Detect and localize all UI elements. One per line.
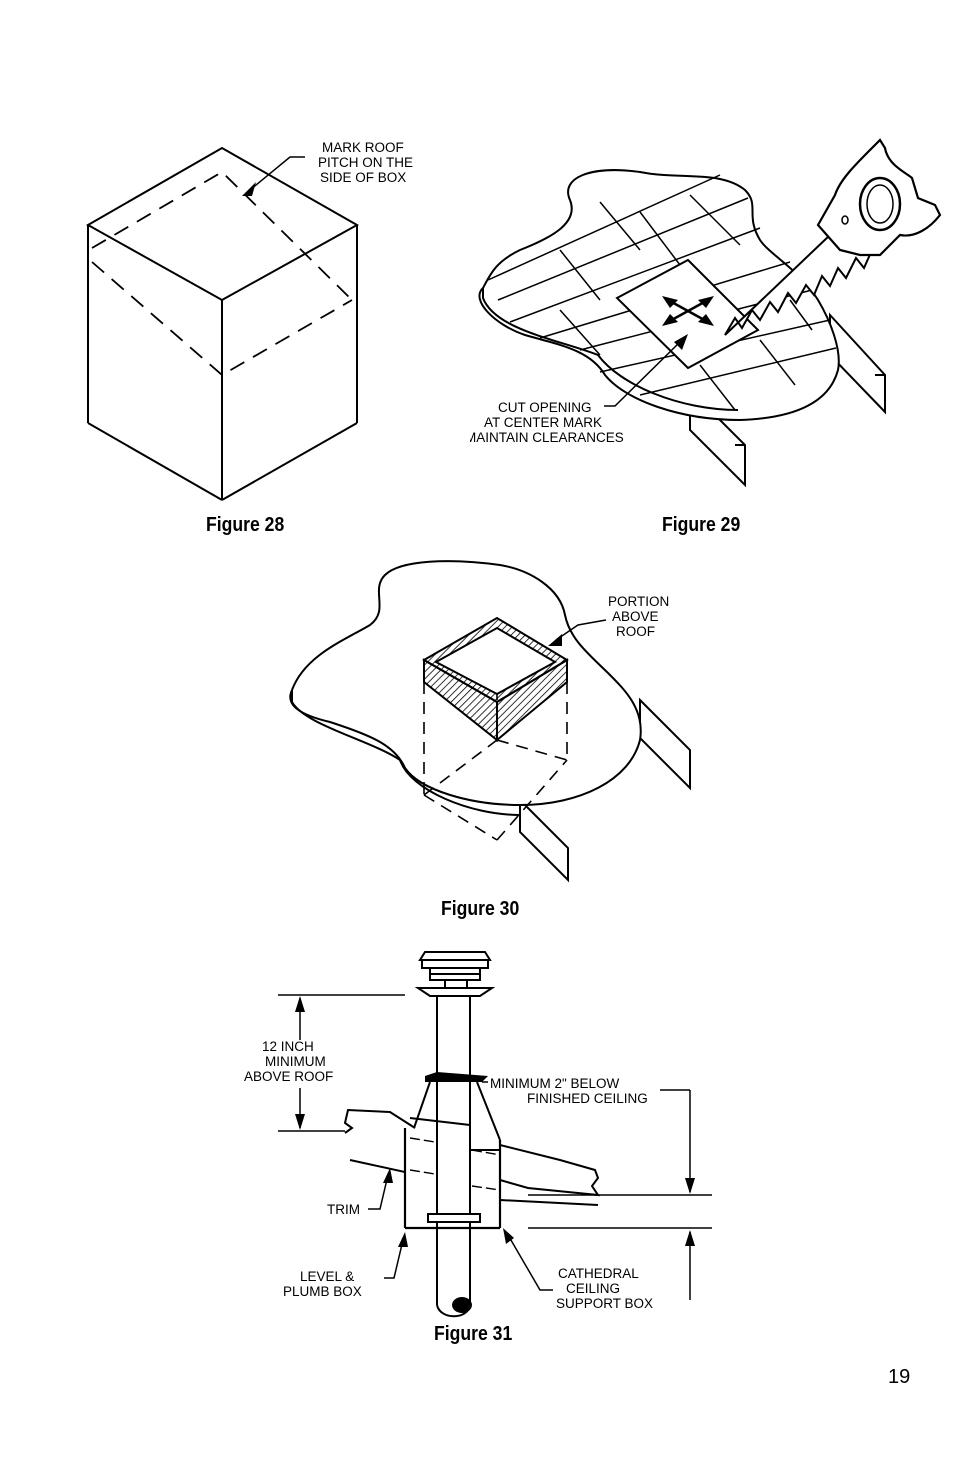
fig31-below-line1: MINIMUM 2" BELOW bbox=[490, 1076, 620, 1091]
fig29-callout-line1: CUT OPENING bbox=[498, 400, 592, 415]
figure-28-caption: Figure 28 bbox=[206, 514, 285, 536]
fig31-support-line1: CATHEDRAL bbox=[558, 1266, 639, 1281]
shingle-lines bbox=[487, 174, 837, 411]
fig30-callout-line2: ABOVE bbox=[612, 609, 659, 624]
figure-29-caption: Figure 29 bbox=[662, 514, 741, 536]
fig31-level-line1: LEVEL & bbox=[300, 1269, 354, 1284]
fig31-trim: TRIM bbox=[327, 1202, 360, 1217]
fig29-callout-line3: MAINTAIN CLEARANCES bbox=[470, 430, 624, 445]
page-number: 19 bbox=[888, 1366, 911, 1388]
figure-29-drawing: CUT OPENING AT CENTER MARK MAINTAIN CLEA… bbox=[470, 138, 942, 488]
fig31-level-line2: PLUMB BOX bbox=[283, 1284, 362, 1299]
cut-opening-square bbox=[615, 258, 760, 370]
storm-collar bbox=[425, 1072, 488, 1082]
support-box bbox=[403, 1128, 502, 1230]
fig31-below-line2: FINISHED CEILING bbox=[527, 1091, 648, 1106]
fig31-height-line1: 12 INCH bbox=[262, 1039, 314, 1054]
fig31-height-line3: ABOVE ROOF bbox=[244, 1069, 333, 1084]
fig28-callout-line2: PITCH ON THE bbox=[318, 155, 413, 170]
chimney-pipe bbox=[436, 996, 471, 1318]
figure-30-caption: Figure 30 bbox=[441, 898, 520, 920]
fig30-callout-line3: ROOF bbox=[616, 624, 655, 639]
figure-28-drawing: MARK ROOF PITCH ON THE SIDE OF BOX bbox=[85, 140, 413, 501]
fig30-callout-line1: PORTION bbox=[608, 594, 669, 609]
box-above-roof bbox=[421, 616, 569, 743]
roof-line bbox=[343, 1108, 601, 1206]
chimney-cap bbox=[414, 951, 496, 997]
fig28-callout-line3: SIDE OF BOX bbox=[320, 170, 406, 185]
fig29-callout-line2: AT CENTER MARK bbox=[484, 415, 602, 430]
fig31-support-line3: SUPPORT BOX bbox=[556, 1296, 653, 1311]
fig31-height-line2: MINIMUM bbox=[265, 1054, 326, 1069]
center-mark-arrows bbox=[667, 298, 709, 324]
figure-31-drawing: 12 INCH MINIMUM ABOVE ROOF bbox=[244, 951, 712, 1318]
roof-pitch-marks bbox=[91, 170, 353, 377]
fig31-support-line2: CEILING bbox=[566, 1281, 620, 1296]
figure-30-drawing: PORTION ABOVE ROOF bbox=[289, 560, 691, 883]
fig28-callout-line1: MARK ROOF bbox=[322, 140, 404, 155]
figure-31-caption: Figure 31 bbox=[434, 1323, 513, 1345]
box-top bbox=[85, 146, 360, 302]
